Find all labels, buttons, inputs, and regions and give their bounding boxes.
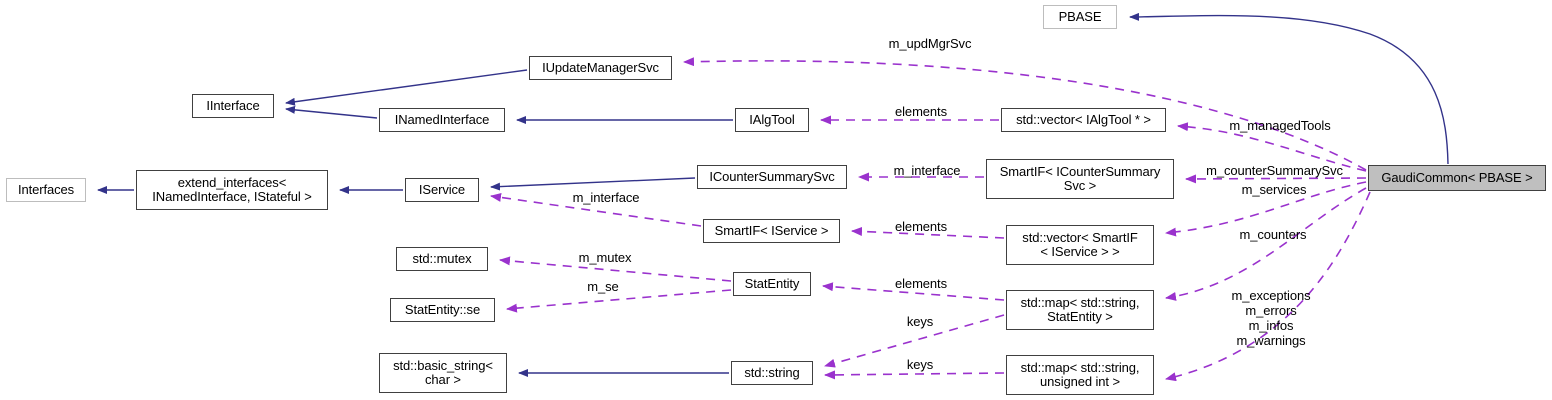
node-iupdatemanagersvc[interactable]: IUpdateManagerSvc [529, 56, 672, 80]
edge-gaudicommon-pbase [1129, 12, 1449, 165]
edge-gaudicommon-mapunsignedint [1165, 191, 1371, 382]
edge-label-keys-statentity: keys [906, 314, 934, 329]
edge-iupdatemanagersvc-iinterface [285, 69, 528, 106]
node-icountersummarysvc[interactable]: ICounterSummarySvc [697, 165, 847, 189]
node-statentity-se[interactable]: StatEntity::se [390, 298, 495, 322]
node-extend-interfaces[interactable]: extend_interfaces< INamedInterface, ISta… [136, 170, 328, 210]
node-stdstring[interactable]: std::string [731, 361, 813, 385]
edge-icountersummarysvc-iservice [490, 177, 696, 191]
edge-gaudicommon-vectoralgtool [1177, 122, 1367, 172]
node-pbase[interactable]: PBASE [1043, 5, 1117, 29]
node-vector-smartif-iservice[interactable]: std::vector< SmartIF < IService > > [1006, 225, 1154, 265]
edge-label-m-se: m_se [587, 279, 619, 294]
node-stdmutex[interactable]: std::mutex [396, 247, 488, 271]
edge-label-m-services: m_services [1241, 182, 1307, 197]
edge-label-elements-smartif: elements [895, 219, 947, 234]
edge-gaudicommon-updmgrsvc [683, 57, 1367, 171]
node-ialgtool[interactable]: IAlgTool [735, 108, 809, 132]
node-gaudicommon-pbase[interactable]: GaudiCommon< PBASE > [1368, 165, 1546, 191]
edge-label-m-interface-service: m_interface [572, 190, 640, 205]
node-smartif-icountersummarysvc[interactable]: SmartIF< ICounterSummary Svc > [986, 159, 1174, 199]
edge-mapunsignedint-stdstring [824, 370, 1005, 380]
node-map-string-unsignedint[interactable]: std::map< std::string, unsigned int > [1006, 355, 1154, 395]
edge-statentity-stdmutex [499, 256, 732, 282]
node-smartif-iservice[interactable]: SmartIF< IService > [703, 219, 840, 243]
node-vector-ialgtool[interactable]: std::vector< IAlgTool * > [1001, 108, 1166, 132]
edge-gaudicommon-mapstatentity [1165, 187, 1367, 301]
edge-label-keys-unsignedint: keys [906, 357, 934, 372]
edge-label-elements-ialgtool: elements [895, 104, 947, 119]
edge-gaudicommon-vectorsmartif [1165, 181, 1367, 237]
edge-label-m-counters: m_counters [1239, 227, 1307, 242]
node-iservice[interactable]: IService [405, 178, 479, 202]
edge-label-m-mutex: m_mutex [578, 250, 632, 265]
node-map-string-statentity[interactable]: std::map< std::string, StatEntity > [1006, 290, 1154, 330]
edge-inamedinterface-iinterface [285, 105, 378, 119]
edge-statentity-statentityse [506, 289, 732, 313]
edge-smartifiservice-iservice [490, 192, 702, 227]
edge-label-m-updmgrsvc: m_updMgrSvc [888, 36, 972, 51]
inheritance-edges [97, 12, 1449, 377]
edge-label-m-managedtools: m_managedTools [1229, 118, 1331, 133]
edge-gaudicommon-smartifcounter [1185, 174, 1367, 184]
node-basic-string[interactable]: std::basic_string< char > [379, 353, 507, 393]
edge-label-elements-statentity: elements [895, 276, 947, 291]
edge-mapstatentity-statentity [822, 282, 1005, 301]
usage-edges [490, 57, 1371, 382]
edge-label-m-interface-counter: m_interface [893, 163, 961, 178]
node-iinterface[interactable]: IInterface [192, 94, 274, 118]
node-statentity[interactable]: StatEntity [733, 272, 811, 296]
edge-label-m-countersummarysvc: m_counterSummarySvc [1206, 163, 1343, 178]
node-inamedinterface[interactable]: INamedInterface [379, 108, 505, 132]
node-interfaces[interactable]: Interfaces [6, 178, 86, 202]
edge-label-exceptions-errors-infos-warnings: m_exceptions m_errors m_infos m_warnings [1231, 288, 1311, 348]
